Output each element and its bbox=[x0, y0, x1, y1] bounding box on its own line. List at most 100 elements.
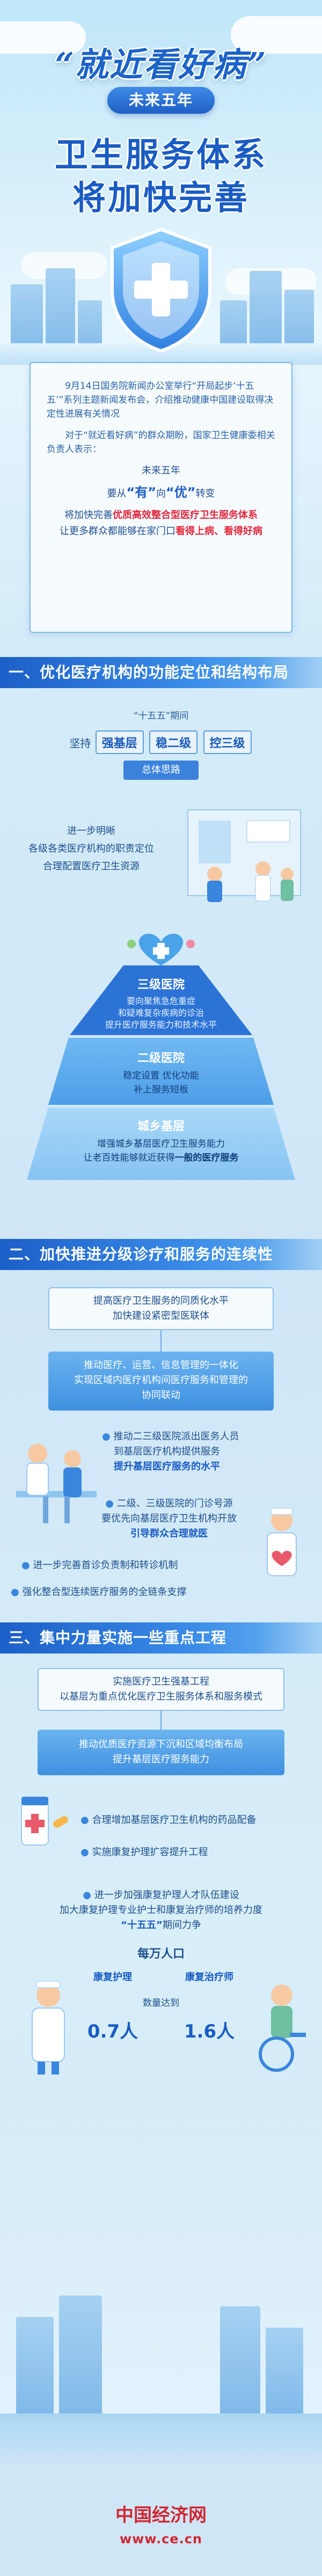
sec3-top-box: 实施医疗卫生强基工程 以基层为重点优化医疗卫生服务体系和服务模式 bbox=[38, 1668, 284, 1711]
overall-approach-pill: 总体思路 bbox=[123, 761, 199, 780]
tier-tertiary: 三级医院 要向聚焦急危重症 和疑难复杂疾病的诊治 提升医疗服务能力和技术水平 bbox=[70, 975, 252, 1031]
sec3-b3-line2: 加大康复护理专业护士和康复治疗师的培养力度 bbox=[60, 1905, 262, 1916]
sec3-bullet-3: ● 进一步加强康复护理人才队伍建设 加大康复护理专业护士和康复治疗师的培养力度 … bbox=[32, 1888, 290, 1933]
secondary-title: 二级医院 bbox=[137, 1052, 185, 1065]
sec3-bullet-1: ● 合理增加基层医疗卫生机构的药品配备 bbox=[80, 1813, 311, 1828]
bullet-icon: ● bbox=[105, 1498, 114, 1509]
value-rehab-nursing: 0.7人 bbox=[87, 2021, 138, 2042]
bullet-icon: ● bbox=[11, 1586, 19, 1598]
primary-title: 城乡基层 bbox=[137, 1120, 185, 1133]
tag-stabilize-secondary: 稳二级 bbox=[149, 730, 198, 754]
sec2-b2-line3: 引导群众合理就医 bbox=[130, 1528, 208, 1539]
sec2-top-line1: 提高医疗卫生服务的同质化水平 bbox=[93, 1295, 229, 1307]
sec2-bullet-4: ● 强化整合型连续医疗服务的全链条支撑 bbox=[11, 1585, 247, 1600]
sec2-mid-box: 推动医疗、运营、信息管理的一体化 实现区域内医疗机构间医疗服务和管理的 协同联动 bbox=[48, 1352, 274, 1411]
building bbox=[16, 2317, 54, 2413]
sec3-mid-line2: 提升基层医疗服务能力 bbox=[113, 1754, 209, 1765]
primary-desc-1: 增强城乡基层医疗卫生服务能力 bbox=[97, 1139, 225, 1149]
sec3-b1-text: 合理增加基层医疗卫生机构的药品配备 bbox=[92, 1814, 257, 1826]
building bbox=[250, 271, 282, 354]
pyramid-bottom bbox=[27, 1108, 295, 1180]
tertiary-desc-1: 要向聚焦急危重症 bbox=[126, 996, 195, 1006]
section-2-header: 二、加快推进分级诊疗和服务的连续性 bbox=[0, 1239, 322, 1270]
hero-title-line2: 将加快完善 bbox=[72, 178, 250, 217]
sec2-bullet-1: ● 推动二三级医院派出医务人员 到基层医疗机构提供服务 提升基层医疗服务的水平 bbox=[102, 1429, 311, 1474]
building bbox=[59, 2295, 102, 2413]
intro-turn-line: 要从“有”向“优”转变 bbox=[47, 485, 275, 501]
building bbox=[11, 284, 43, 354]
footer-url[interactable]: www.ce.cn bbox=[119, 2531, 203, 2547]
value-rehab-therapist: 1.6人 bbox=[184, 2021, 235, 2042]
sec2-b2-line1: 二级、三级医院的门诊号源 bbox=[116, 1498, 233, 1509]
connector-line bbox=[160, 1330, 162, 1352]
sec2-bullet-2: ● 二级、三级医院的门诊号源 要优先向基层医疗卫生机构开放 引导群众合理就医 bbox=[80, 1496, 258, 1541]
hero-pill: 未来五年 bbox=[107, 87, 215, 114]
sec3-mid-box: 推动优质医疗资源下沉和区域均衡布局 提升基层医疗服务能力 bbox=[38, 1730, 284, 1775]
intro-paragraph-1: 9月14日国务院新闻办公室举行“开局起步‘十五五’”系列主题新闻发布会，介绍推动… bbox=[47, 381, 274, 419]
bullet-icon: ● bbox=[83, 1889, 91, 1901]
tag-control-tertiary: 控三级 bbox=[203, 730, 252, 754]
tertiary-desc-3: 提升医疗服务能力和技术水平 bbox=[105, 1020, 217, 1030]
sec2-b3-text: 进一步完善首诊负责制和转诊机制 bbox=[33, 1560, 178, 1571]
intro-line-a-pre: 将加快完善 bbox=[64, 510, 113, 521]
intro-turn-pre: 要从 bbox=[107, 488, 127, 499]
primary-desc-2: 让老百姓能够就近获得一般的医疗服务 bbox=[27, 1151, 295, 1165]
section-1-header: 一、优化医疗机构的功能定位和结构布局 bbox=[0, 657, 322, 688]
sec1-period: “十五五”期间 bbox=[133, 711, 189, 721]
sec2-top-box: 提高医疗卫生服务的同质化水平 加快建设紧密型医联体 bbox=[48, 1287, 274, 1330]
building bbox=[266, 2328, 303, 2413]
tier-secondary: 二级医院 稳定设置 优化功能 补上服务短板 bbox=[48, 1049, 274, 1097]
shield-cross-icon bbox=[111, 227, 211, 353]
intro-paragraph-2: 对于“就近看好病”的群众期盼，国家卫生健康委相关负责人表示： bbox=[47, 430, 275, 455]
hero-quote-title: “就近看好病” bbox=[55, 45, 267, 84]
cloud bbox=[231, 16, 322, 54]
sec1-config: 合理配置医疗卫生资源 bbox=[43, 861, 140, 872]
sec2-b2-line2: 要优先向基层医疗卫生机构开放 bbox=[101, 1513, 237, 1524]
sec2-b1-line3: 提升基层医疗服务的水平 bbox=[114, 1461, 220, 1472]
sec2-b4-text: 强化整合型连续医疗服务的全链条支撑 bbox=[22, 1586, 187, 1598]
intro-turn-you2: “优” bbox=[166, 485, 196, 500]
intro-turn-you: “有” bbox=[126, 485, 156, 500]
sec2-bullet-3: ● 进一步完善首诊负责制和转诊机制 bbox=[21, 1558, 247, 1573]
nurse-figure-icon bbox=[32, 1981, 65, 2075]
intro-line-b-red: 看得上病、看得好病 bbox=[175, 526, 262, 537]
sec1-adhere-row: 坚持 强基层 稳二级 控三级 bbox=[0, 730, 322, 754]
col-rehab-nursing: 康复护理 bbox=[93, 1972, 132, 1983]
col-rehab-therapist: 康复治疗师 bbox=[185, 1972, 233, 1983]
doctor-patient-icon bbox=[16, 1444, 97, 1523]
tag-strengthen-primary: 强基层 bbox=[95, 730, 144, 754]
sec3-bullet-2: ● 实施康复护理扩容提升工程 bbox=[80, 1845, 311, 1860]
intro-box: 9月14日国务院新闻办公室举行“开局起步‘十五五’”系列主题新闻发布会，介绍推动… bbox=[30, 362, 292, 633]
sec2-mid-line1: 推动医疗、运营、信息管理的一体化 bbox=[84, 1360, 238, 1371]
primary-desc-2-bold: 一般的医疗服务 bbox=[174, 1153, 239, 1163]
sec3-top-line1: 实施医疗卫生强基工程 bbox=[113, 1676, 209, 1687]
sec1-adhere: 坚持 bbox=[69, 737, 91, 750]
intro-line-b: 让更多群众都能够在家门口看得上病、看得好病 bbox=[47, 525, 275, 538]
sec2-b1-line1: 推动二三级医院派出医务人员 bbox=[113, 1431, 239, 1442]
hearts-cross-icon bbox=[127, 933, 195, 965]
sec1-duties: 各级各类医疗机构的职责定位 bbox=[28, 843, 154, 854]
intro-line-a: 将加快完善优质高效整合型医疗卫生服务体系 bbox=[47, 508, 275, 522]
sec3-b2-text: 实施康复护理扩容提升工程 bbox=[92, 1847, 208, 1858]
intro-line-b-pre: 让更多群众都能够在家门口 bbox=[60, 526, 175, 537]
sec2-b1-line2: 到基层医疗机构提供服务 bbox=[114, 1446, 220, 1457]
connector-line bbox=[160, 1711, 162, 1730]
hero-title-line1: 卫生服务体系 bbox=[54, 135, 267, 174]
pyramid-top bbox=[70, 965, 252, 1035]
sec3-b3-strive: 期间力争 bbox=[162, 1920, 201, 1931]
pyramid-middle bbox=[48, 1038, 274, 1105]
sec3-mid-line1: 推动优质医疗资源下沉和区域均衡布局 bbox=[79, 1739, 243, 1750]
intro-turn-mid: 向 bbox=[156, 488, 166, 499]
tertiary-title: 三级医院 bbox=[137, 978, 185, 992]
sec2-mid-line2: 实现区域内医疗机构间医疗服务和管理的 bbox=[74, 1375, 248, 1386]
target-label: 数量达到 bbox=[143, 1998, 179, 2009]
sec2-top-line2: 加快建设紧密型医联体 bbox=[113, 1310, 209, 1322]
wheelchair-patient-icon bbox=[259, 1984, 306, 2072]
secondary-desc-1: 稳定设置 优化功能 bbox=[123, 1071, 199, 1081]
building bbox=[46, 268, 75, 354]
hero-banner: “就近看好病” 未来五年 卫生服务体系 将加快完善 bbox=[0, 0, 322, 483]
secondary-desc-2: 补上服务短板 bbox=[134, 1084, 188, 1095]
sec3-b3-line1: 进一步加强康复护理人才队伍建设 bbox=[94, 1889, 239, 1901]
hospital-scene-icon bbox=[187, 809, 301, 902]
